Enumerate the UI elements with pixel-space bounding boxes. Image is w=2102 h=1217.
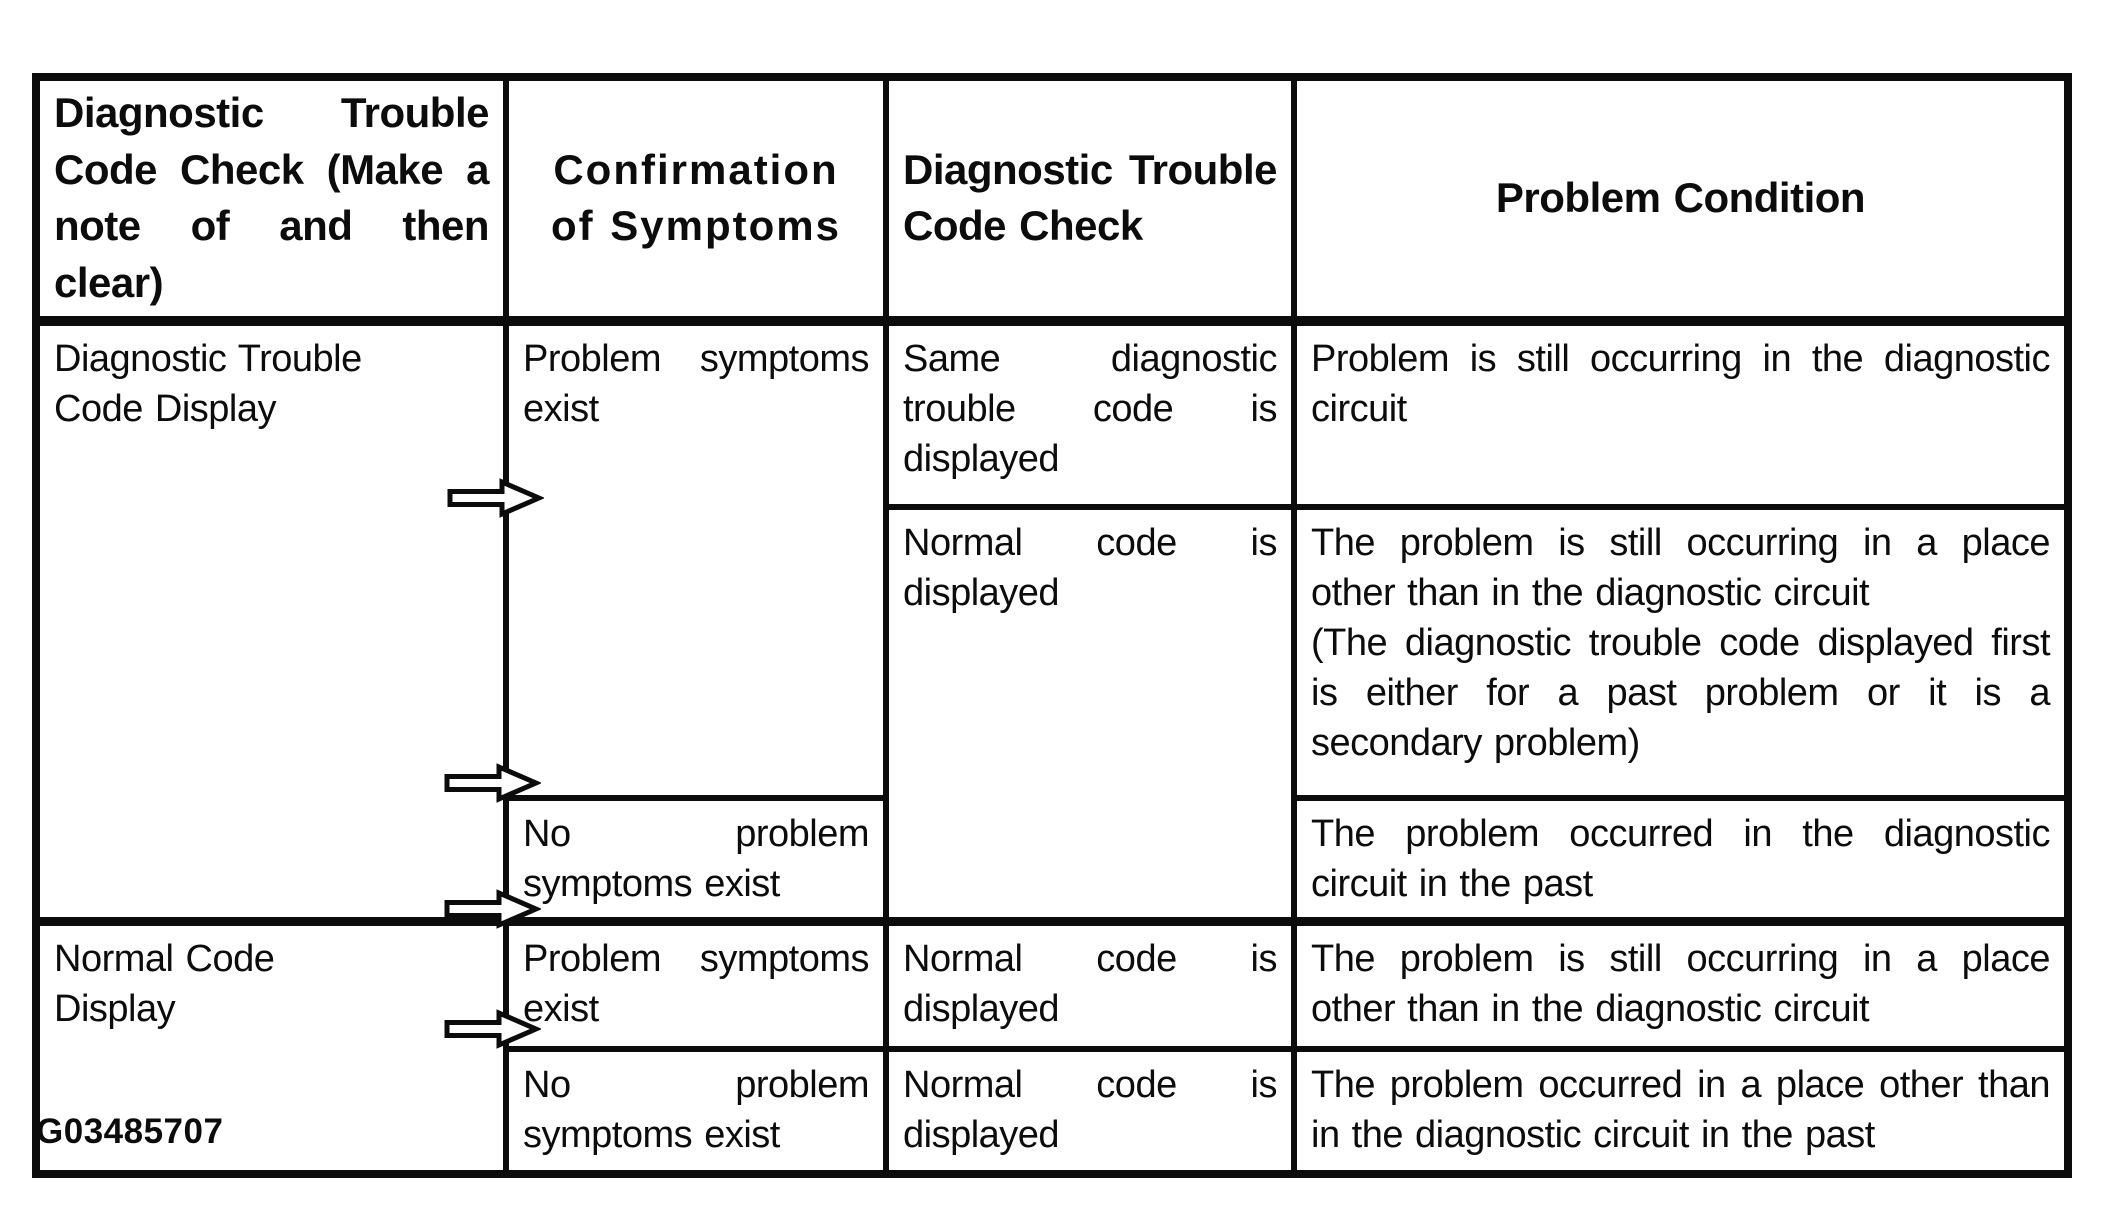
cell-condition-5: The problem occurred in a place other th… [1291, 1045, 2071, 1177]
diagnostic-trouble-code-table: Diagnostic Trouble Code Check (Make a no… [32, 73, 2072, 1178]
header-cell-problem-condition: Problem Condition [1291, 74, 2071, 326]
header-row: Diagnostic Trouble Code Check (Make a no… [33, 74, 2071, 326]
cell-condition-1: Problem is still occurring in the diagno… [1291, 317, 2071, 510]
cell-code-check-2: Normal code is displayed [883, 503, 1297, 925]
cell-group2-label: Normal Code Display [33, 917, 509, 1177]
right-arrow-icon [444, 763, 541, 803]
cell-text-normal-display: Normal Code Display [54, 938, 275, 1031]
header-label-dtc-check: Diagnostic Trouble Code Check [903, 145, 1278, 250]
condition-2-main-text: The problem is still occurring in a plac… [1311, 521, 2051, 614]
cell-symptoms-3: Problem symptoms exist [503, 917, 889, 1052]
cell-code-check-3: Normal code is displayed [883, 917, 1297, 1052]
cell-symptoms-1: Problem symptoms exist [503, 317, 889, 801]
cell-group1-label: Diagnostic Trouble Code Display [33, 317, 509, 925]
cell-condition-3: The problem occurred in the diagnostic c… [1291, 794, 2071, 925]
table-row: No problem symptoms exist The problem oc… [36, 794, 2071, 925]
cell-code-check-4: Normal code is displayed [883, 1045, 1297, 1177]
cell-condition-4: The problem is still occurring in a plac… [1291, 917, 2071, 1052]
header-cell-dtc-check-note: Diagnostic Trouble Code Check (Make a no… [33, 74, 509, 326]
cell-condition-2: The problem is still occurring in a plac… [1291, 503, 2071, 801]
cell-code-check-1: Same diagnostic trouble code is displaye… [883, 317, 1297, 510]
right-arrow-icon [447, 478, 544, 518]
header-label-dtc-check-note: Diagnostic Trouble Code Check (Make a no… [54, 89, 490, 307]
table-row: Normal Code Display Problem symptoms exi… [33, 917, 2071, 1177]
cell-text-dtc-display: Diagnostic Trouble Code Display [54, 337, 362, 430]
header-cell-confirmation: Confirmation of Symptoms [503, 74, 889, 326]
header-label-confirmation: Confirmation of Symptoms [550, 145, 842, 250]
header-cell-dtc-check: Diagnostic Trouble Code Check [883, 74, 1297, 326]
header-label-problem-condition: Problem Condition [1495, 174, 1866, 222]
table-row: Diagnostic Trouble Code Display Problem … [33, 317, 2071, 925]
table-row: No problem symptoms exist Normal code is… [36, 1045, 2071, 1177]
table-row: Normal code is displayed The problem is … [36, 503, 2071, 925]
figure-code: G03485707 [36, 1112, 224, 1151]
right-arrow-icon [444, 1009, 541, 1049]
right-arrow-icon [444, 889, 541, 929]
condition-2-note-text: (The diagnostic trouble code displayed f… [1311, 622, 2051, 765]
cell-symptoms-2: No problem symptoms exist [503, 794, 889, 925]
cell-symptoms-4: No problem symptoms exist [503, 1045, 889, 1177]
